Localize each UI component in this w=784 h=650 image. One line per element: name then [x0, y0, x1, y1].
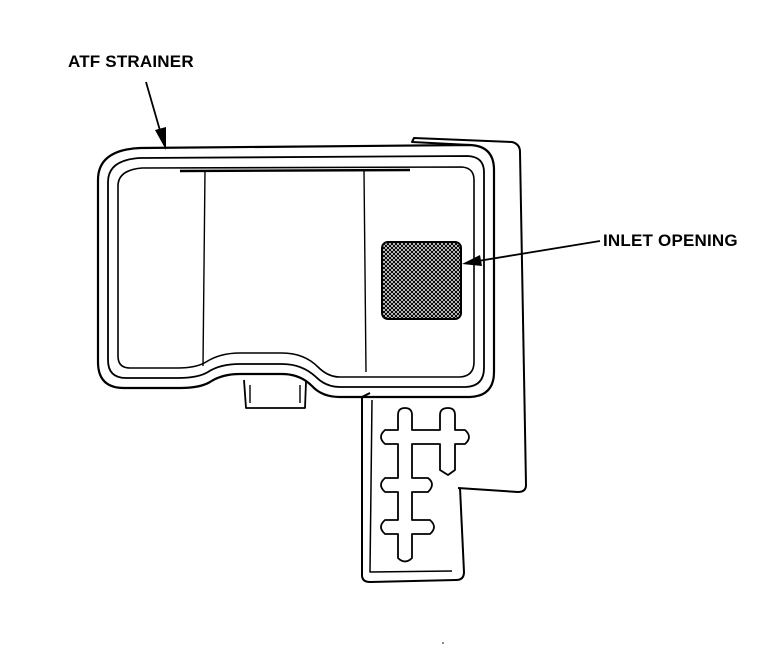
strainer-flange-plate [411, 137, 527, 493]
strainer-mounting-tab-rim [369, 399, 453, 573]
leader-arrowhead-inlet [462, 255, 482, 266]
strainer-mounting-tab [361, 392, 465, 583]
strainer-body-inner [117, 166, 475, 378]
strainer-body-rim [107, 155, 485, 388]
inlet-opening-label: INLET OPENING [603, 231, 738, 250]
strainer-bottom-nub [243, 379, 307, 409]
leader-line-inlet [477, 240, 601, 262]
atf-strainer-label: ATF STRAINER [68, 52, 194, 71]
leader-arrowhead-strainer [155, 127, 166, 150]
inlet-opening-area [381, 241, 462, 320]
leader-line-strainer [145, 81, 162, 135]
strainer-seam-left [202, 169, 206, 367]
strainer-seam-right [363, 169, 367, 373]
strainer-tab-ribs [380, 407, 470, 563]
strainer-body-outer [96, 143, 496, 399]
